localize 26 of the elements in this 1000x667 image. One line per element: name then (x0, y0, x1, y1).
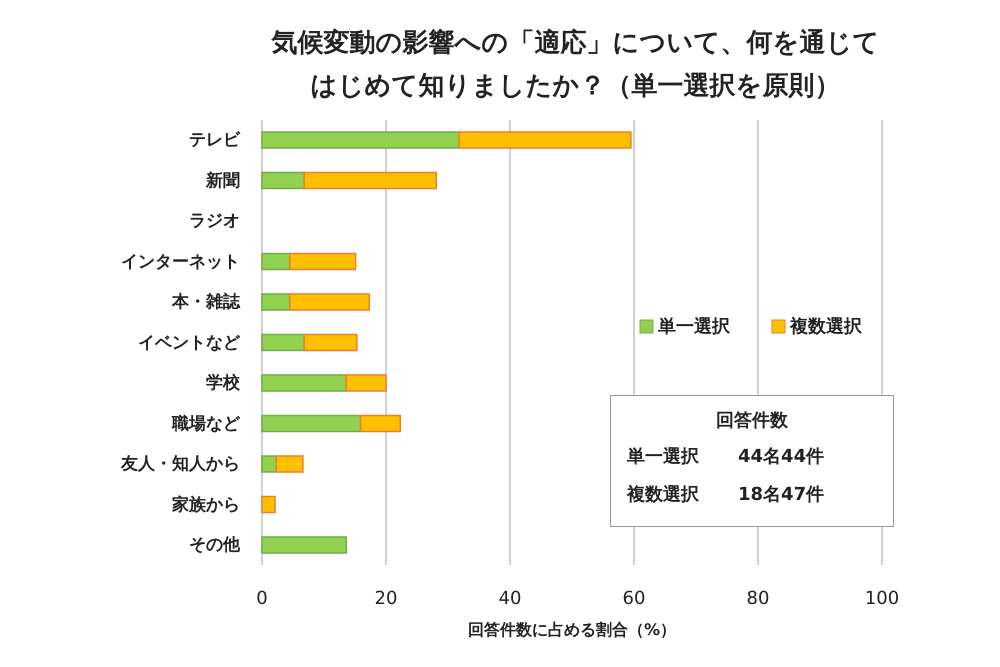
legend-label: 複数選択 (790, 315, 862, 338)
category-label: 本・雑誌 (170, 291, 240, 313)
category-label: インターネット (120, 250, 240, 272)
tick-label: 80 (746, 588, 770, 609)
tick-label: 20 (374, 588, 398, 609)
category-label: 新聞 (204, 170, 240, 192)
tick-label: 100 (864, 588, 900, 609)
chart-title: 気候変動の影響への「適応」について、何を通じてはじめて知りましたか？（単一選択を原則） (270, 27, 880, 103)
category-label: その他 (188, 534, 240, 556)
row-label: 複数選択 (627, 483, 699, 506)
row-label: 単一選択 (627, 445, 699, 468)
tick-label: 0 (255, 588, 269, 609)
category-label: テレビ (188, 129, 240, 151)
tick-label: 60 (622, 588, 646, 609)
tick-label: 40 (498, 588, 522, 609)
category-label: イベントなど (137, 332, 240, 354)
legend-label: 単一選択 (658, 315, 730, 338)
category-label: 職場など (170, 412, 240, 434)
category-label: 友人・知人から (120, 453, 240, 475)
category-label: ラジオ (188, 210, 240, 232)
panel-heading: 回答件数 (715, 409, 789, 432)
category-label: 家族から (171, 494, 240, 516)
row-value: 44名44件 (738, 445, 824, 468)
category-label: 学校 (205, 372, 240, 394)
row-value: 18名47件 (738, 483, 824, 506)
axis-title: 回答件数に占める割合（%） (466, 620, 678, 641)
